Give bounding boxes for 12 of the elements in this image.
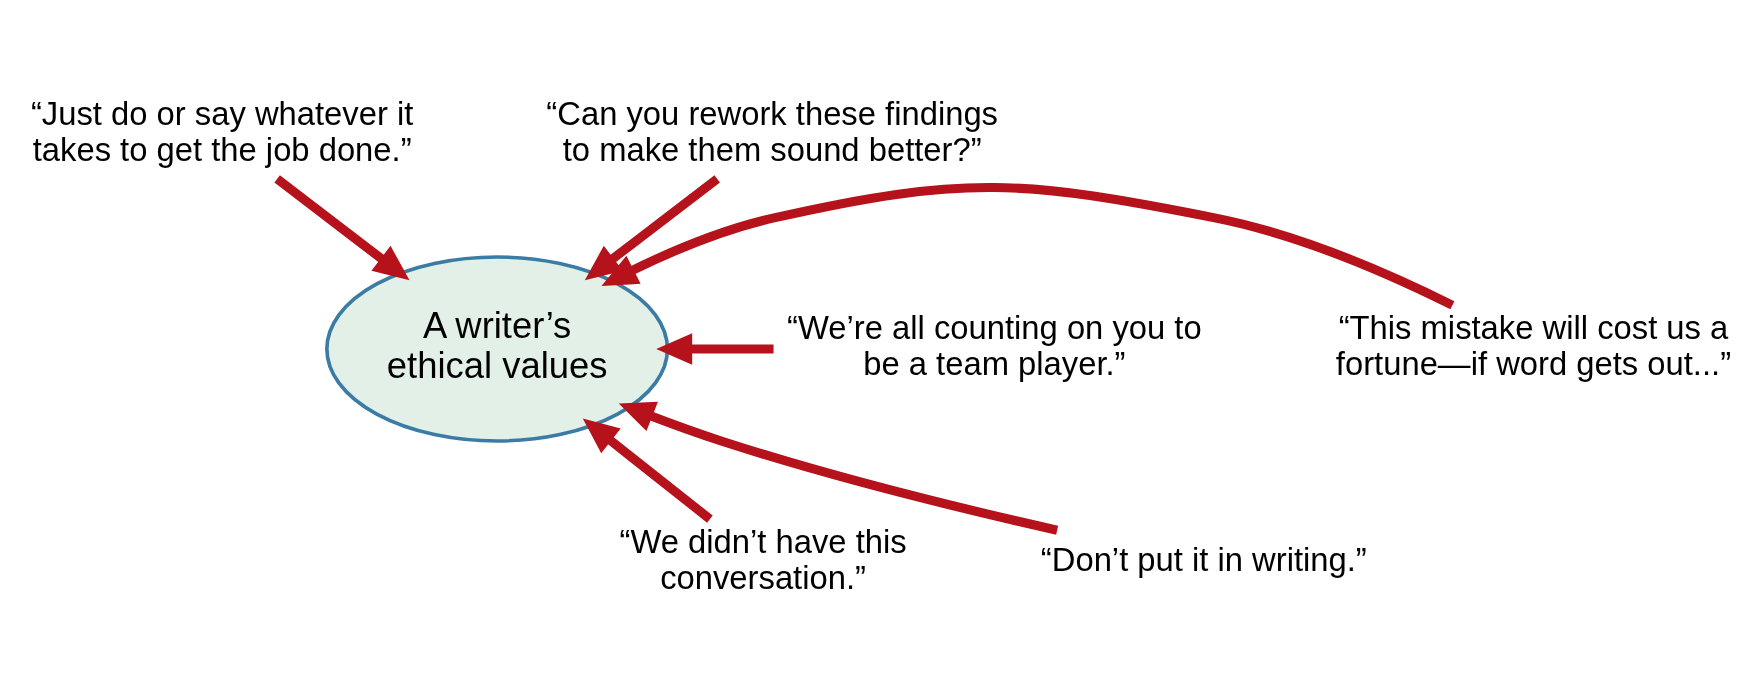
arrow: [584, 174, 720, 280]
node-text: “This mistake will cost us a fortune—if word gets out...”: [1335, 308, 1732, 382]
node-text: “Don’t put it in writing.”: [1040, 540, 1367, 578]
node-text: “Just do or say whatever it takes to get the job done.”: [30, 94, 414, 168]
node-text: “We didn’t have this conversation.”: [619, 522, 907, 596]
arrow: [274, 174, 410, 280]
node-text: “Can you rework these findings to make them sound better?”: [546, 94, 999, 168]
arrow: [582, 418, 713, 523]
node-text: “We’re all counting on you to be a team player.”: [787, 308, 1202, 382]
arrow: [618, 401, 1059, 535]
arrow: [601, 182, 1455, 309]
arrow: [656, 332, 774, 365]
